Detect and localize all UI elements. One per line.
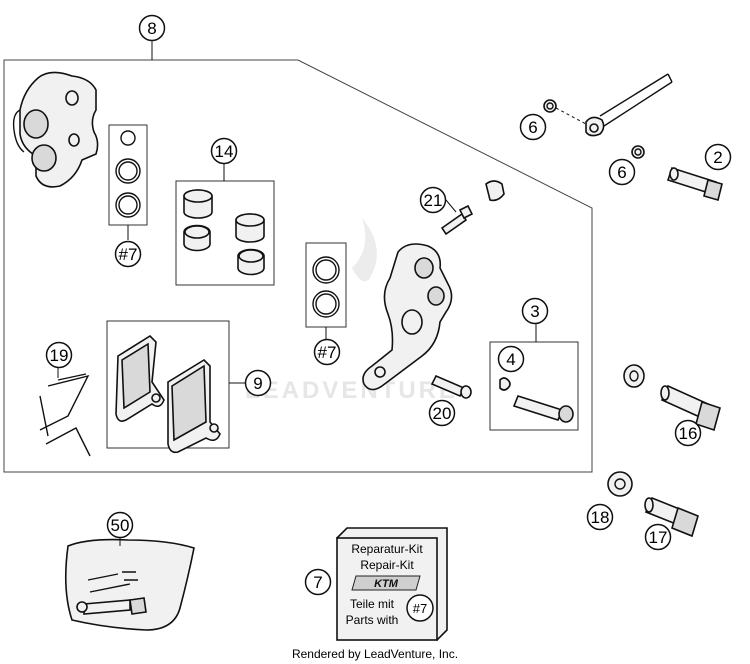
callout-circle <box>210 137 238 165</box>
callout-label: 2 <box>713 148 722 167</box>
callout-label: 14 <box>215 142 234 161</box>
callout-label: #7 <box>318 343 337 362</box>
callout-label: 7 <box>313 573 322 592</box>
callout-circle <box>313 338 341 366</box>
callout-3: 14 <box>210 137 238 165</box>
callout-label: 16 <box>679 424 698 443</box>
callout-2: #7 <box>114 240 142 268</box>
guide-pin-20 <box>430 374 472 399</box>
callout-circle <box>519 113 547 141</box>
callout-label: 19 <box>50 346 69 365</box>
callout-circle <box>106 511 134 539</box>
washer-lower <box>631 145 645 159</box>
callout-label: 3 <box>530 302 539 321</box>
callout-7: 2 <box>704 143 732 171</box>
callout-17: 50 <box>106 511 134 539</box>
seal-rings-center <box>312 256 340 318</box>
callout-circle <box>521 297 549 325</box>
pad-spring <box>39 373 91 457</box>
callout-label: 8 <box>147 19 156 38</box>
callout-label: 17 <box>649 528 668 547</box>
callout-label: 50 <box>111 516 130 535</box>
caliper-bracket <box>362 243 453 391</box>
callout-circle <box>244 369 272 397</box>
washer-upper <box>543 99 557 113</box>
callout-1: 8 <box>138 14 166 42</box>
callout-circle <box>419 186 447 214</box>
bolt-axis-upper <box>555 107 587 125</box>
callout-18: 7 <box>304 568 332 596</box>
callout-13: 20 <box>428 399 456 427</box>
callout-label: 4 <box>506 350 515 369</box>
callout-circle <box>304 568 332 596</box>
callout-11: 19 <box>45 341 73 369</box>
seal-kit-box-left <box>108 124 148 226</box>
repair-kit-ref: #7 <box>413 601 427 616</box>
repair-kit-line1: Reparatur-Kit <box>351 542 423 556</box>
caliper-body-left <box>12 71 99 188</box>
callout-layer: 8 #7 14 21 6 6 2 3 4 #7 19 9 20 16 18 17 50 7 <box>45 14 732 596</box>
pin-kit-parts <box>499 377 574 423</box>
watermark: LEADVENTURE <box>245 377 458 404</box>
callout-16: 17 <box>644 523 672 551</box>
callout-10: #7 <box>313 338 341 366</box>
callout-label: 9 <box>253 374 262 393</box>
caliper-assembly-frame <box>3 59 593 473</box>
bleeder-valve <box>440 180 505 236</box>
callout-4: 21 <box>419 186 447 214</box>
callout-label: 21 <box>424 191 443 210</box>
repair-kit-line4: Parts with <box>346 613 399 627</box>
callout-label: 18 <box>591 508 610 527</box>
piston-box <box>175 180 275 286</box>
callout-circle <box>586 503 614 531</box>
brake-line <box>585 73 673 137</box>
seal-rings-left <box>115 130 141 218</box>
callout-label: 20 <box>433 404 452 423</box>
repair-kit-line3: Teile mit <box>350 597 395 611</box>
repair-kit-line2: Repair-Kit <box>360 558 414 572</box>
pistons <box>183 189 265 276</box>
callout-circle <box>644 523 672 551</box>
callout-label: 6 <box>528 118 537 137</box>
callout-label: 6 <box>617 163 626 182</box>
callout-6: 6 <box>608 158 636 186</box>
bolt-16 <box>660 384 721 432</box>
leader-line-21 <box>445 199 457 213</box>
callout-label: #7 <box>119 245 138 264</box>
callout-circle <box>114 240 142 268</box>
callout-15: 18 <box>586 503 614 531</box>
callout-circle <box>674 419 702 447</box>
washer-18 <box>607 471 633 497</box>
watermark-flame-icon <box>352 218 377 282</box>
callout-14: 16 <box>674 419 702 447</box>
callout-circle <box>497 345 525 373</box>
brake-pads <box>115 334 221 454</box>
callout-circle <box>704 143 732 171</box>
callout-circle <box>608 158 636 186</box>
ktm-logo-text: KTM <box>374 578 399 590</box>
callout-circle <box>428 399 456 427</box>
footer-credit: Rendered by LeadVenture, Inc. <box>292 647 458 661</box>
callout-8: 3 <box>521 297 549 325</box>
callout-9: 4 <box>497 345 525 373</box>
banjo-bolt <box>666 166 723 201</box>
grease-package <box>64 538 195 631</box>
repair-kit-ref-callout: #7 <box>406 594 434 622</box>
washer-16 <box>623 364 645 388</box>
ktm-logo: KTM <box>351 575 421 591</box>
callout-5: 6 <box>519 113 547 141</box>
callout-circle <box>138 14 166 42</box>
callout-circle <box>45 341 73 369</box>
pin-kit-box <box>489 341 579 431</box>
brake-pad-box <box>106 320 230 449</box>
callout-12: 9 <box>244 369 272 397</box>
bolt-17 <box>644 496 699 538</box>
